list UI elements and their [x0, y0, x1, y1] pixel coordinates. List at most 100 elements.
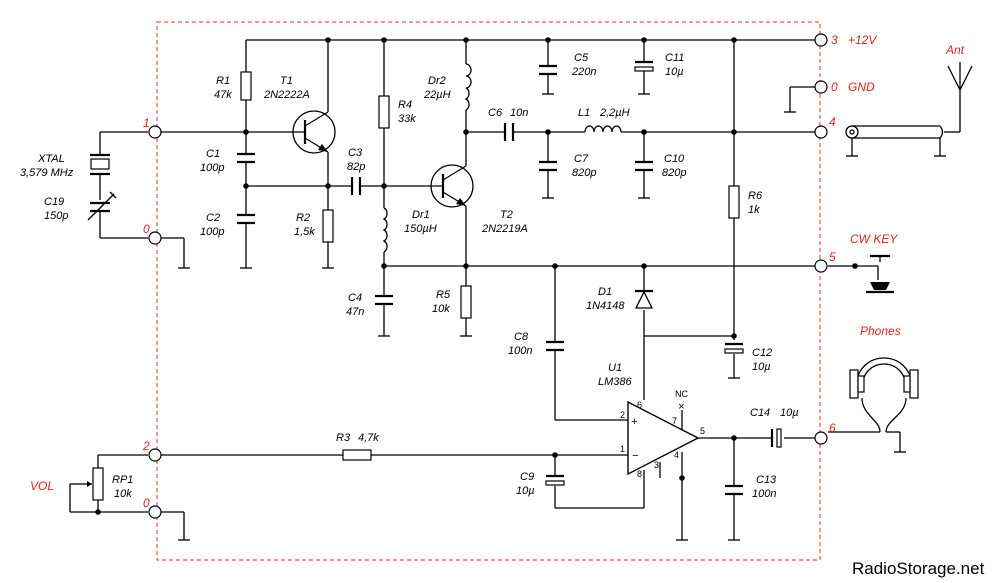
label-dr1-val: 150µH [404, 223, 437, 235]
terminal-1-num: 1 [143, 116, 150, 130]
terminals [148, 33, 828, 519]
watermark-text: RadioStorage.net [852, 559, 985, 578]
u1-minus-sign: − [632, 450, 639, 462]
u1-pin-3: 3 [654, 460, 659, 470]
cw-key-label: CW KEY [850, 232, 898, 246]
label-r6-ref: R6 [748, 190, 763, 202]
label-r5-val: 10k [432, 303, 450, 315]
transistor-t2 [430, 164, 474, 208]
terminal-2-num: 2 [142, 439, 150, 453]
label-c13-ref: C13 [756, 474, 777, 486]
label-c6-val: 10n [510, 107, 528, 119]
u1-pin-8: 8 [637, 469, 642, 479]
label-c10-val: 820p [662, 167, 686, 179]
label-c5-val: 220n [571, 66, 596, 78]
label-t2-val: 2N2219A [481, 223, 528, 235]
label-c19-val: 150p [44, 210, 68, 222]
resistor-r5 [460, 285, 472, 319]
label-d1-val: 1N4148 [586, 300, 625, 312]
polar-capacitors [545, 60, 782, 486]
crystal-xtal [90, 153, 110, 176]
u1-pin-4: 4 [674, 450, 679, 460]
label-c14-val: 10µ [780, 407, 799, 419]
resistor-r6 [728, 185, 740, 219]
label-rp1-ref: RP1 [112, 474, 133, 486]
label-r4-ref: R4 [398, 99, 412, 111]
label-r3-ref: R3 [336, 432, 351, 444]
label-c5-ref: C5 [574, 52, 589, 64]
label-c3-val: 82p [347, 161, 365, 173]
label-r2-ref: R2 [296, 212, 310, 224]
u1-pin-6: 6 [637, 400, 642, 410]
inductor-l1 [584, 125, 622, 133]
label-c6-ref: C6 [488, 107, 503, 119]
terminal-0c-num: 0 [831, 80, 838, 94]
resistor-r1 [240, 71, 252, 101]
label-dr1-ref: Dr1 [412, 209, 430, 221]
inductor-dr1 [382, 207, 388, 253]
label-c9-val: 10µ [516, 485, 535, 497]
label-r1-val: 47k [214, 89, 232, 101]
u1-nc-label: NC [675, 389, 688, 399]
label-c9-ref: C9 [520, 471, 534, 483]
vol-label: VOL [30, 479, 54, 493]
label-c8-ref: C8 [514, 331, 529, 343]
label-t1-ref: T1 [280, 75, 293, 87]
label-c12-val: 10µ [752, 361, 771, 373]
terminal-4-num: 4 [829, 115, 836, 129]
u1-pin-7: 7 [672, 416, 677, 426]
nc-cross-icon: × [678, 401, 684, 413]
label-c4-val: 47n [346, 306, 364, 318]
label-r3-val: 4,7k [358, 432, 379, 444]
label-c12-ref: C12 [752, 347, 772, 359]
resistor-r2 [322, 209, 334, 243]
terminal-6-num: 6 [829, 421, 836, 435]
label-c10-ref: C10 [664, 153, 685, 165]
label-xtal-val: 3,579 MHz [20, 167, 74, 179]
label-dr2-ref: Dr2 [428, 75, 446, 87]
label-t2-ref: T2 [500, 209, 513, 221]
label-c1-ref: C1 [206, 148, 220, 160]
label-c2-ref: C2 [206, 212, 220, 224]
label-c7-ref: C7 [574, 153, 589, 165]
terminal-labels: 1 0 2 0 3 +12V 0 GND 4 Ant 5 CW KEY 6 Ph… [30, 33, 965, 510]
cw-key-icon [866, 254, 894, 294]
terminal-0b-num: 0 [143, 496, 150, 510]
label-c19-ref: C19 [44, 196, 64, 208]
label-c7-val: 820p [572, 167, 596, 179]
terminal-3-num: 3 [831, 33, 838, 47]
inductor-dr2 [464, 63, 472, 111]
resistor-r4 [378, 95, 390, 129]
opamp-u1 [627, 400, 700, 476]
terminal-3-label: +12V [848, 33, 877, 47]
label-c11-val: 10µ [665, 66, 684, 78]
label-u1-val: LM386 [598, 376, 633, 388]
label-c8-val: 100n [508, 345, 532, 357]
label-r5-ref: R5 [436, 289, 451, 301]
terminal-5-num: 5 [829, 250, 836, 264]
capacitors [237, 64, 743, 496]
antenna-label: Ant [945, 43, 965, 57]
label-l1-val: 2,2µH [599, 107, 630, 119]
trimmer-capacitor-c19 [87, 191, 117, 222]
module-boundary [156, 21, 821, 561]
label-rp1-val: 10k [114, 488, 132, 500]
label-u1-ref: U1 [608, 362, 622, 374]
junction-dots [95, 37, 858, 515]
label-r1-ref: R1 [216, 75, 230, 87]
label-c2-val: 100p [200, 226, 224, 238]
label-r2-val: 1,5k [294, 226, 315, 238]
component-labels: R1 47k T1 2N2222A R4 33k Dr2 22µH C5 220… [20, 52, 799, 500]
u1-pin-1: 1 [620, 444, 625, 454]
phones-label: Phones [860, 324, 901, 338]
label-d1-ref: D1 [598, 286, 612, 298]
label-r6-val: 1k [748, 204, 760, 216]
label-c4-ref: C4 [348, 292, 362, 304]
label-dr2-val: 22µH [423, 89, 451, 101]
resistor-r3 [342, 449, 372, 461]
potentiometer-rp1 [84, 467, 104, 501]
u1-plus-sign: + [631, 416, 638, 428]
label-c14-ref: C14 [750, 407, 770, 419]
label-c3-ref: C3 [348, 147, 363, 159]
